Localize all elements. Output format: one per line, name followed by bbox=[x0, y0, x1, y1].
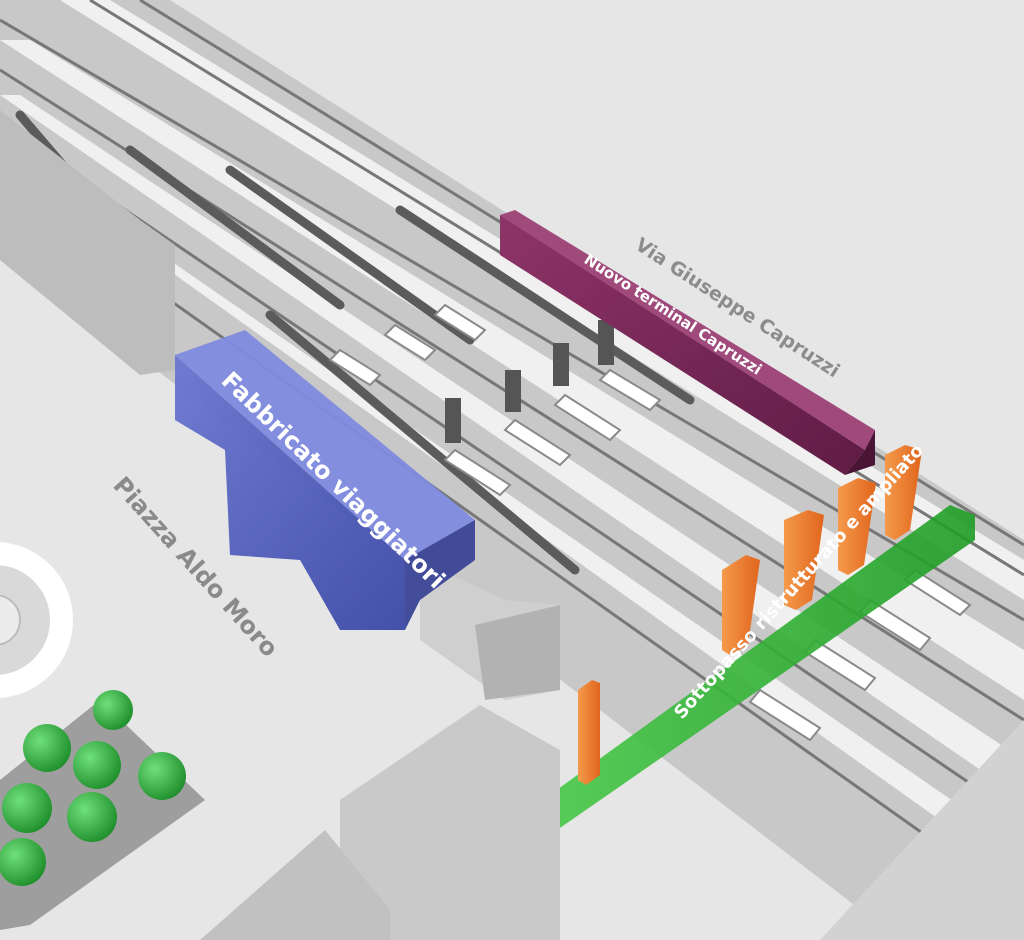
tree-icon bbox=[67, 792, 117, 842]
tree-icon bbox=[0, 838, 46, 886]
tree-icon bbox=[93, 690, 133, 730]
lift-shafts bbox=[445, 320, 614, 443]
exit-towers bbox=[578, 445, 922, 785]
tree-icon bbox=[73, 741, 121, 789]
city-blocks bbox=[200, 705, 1024, 940]
station-annex bbox=[0, 110, 560, 700]
tree-icon bbox=[138, 752, 186, 800]
trains bbox=[15, 110, 695, 575]
tree-icon bbox=[23, 724, 71, 772]
passenger-building bbox=[175, 330, 475, 630]
new-terminal bbox=[500, 210, 875, 475]
tree-icon bbox=[2, 783, 52, 833]
park bbox=[0, 690, 205, 930]
roundabout bbox=[0, 542, 73, 698]
